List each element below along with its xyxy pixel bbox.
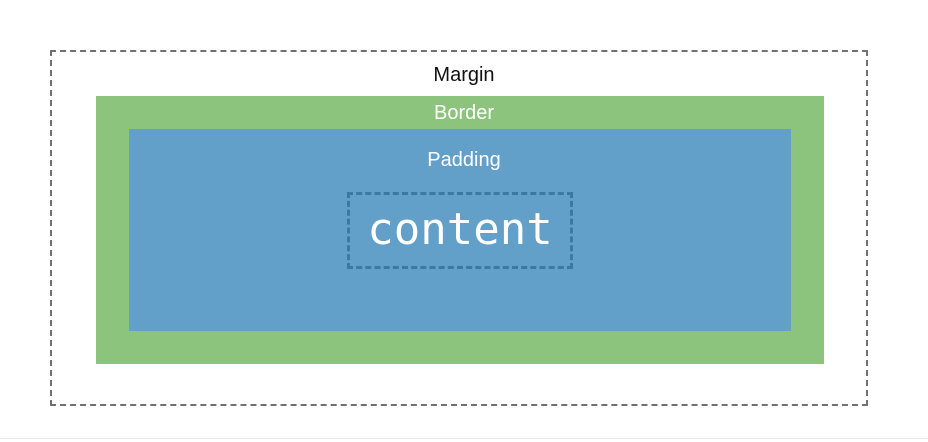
content-area: content (347, 192, 573, 269)
margin-area (50, 50, 868, 406)
margin-label: Margin (433, 64, 495, 86)
padding-area (129, 129, 791, 331)
padding-label: Padding (427, 149, 501, 171)
bottom-divider (0, 438, 928, 439)
content-label: content (367, 203, 553, 255)
border-label: Border (433, 102, 495, 124)
